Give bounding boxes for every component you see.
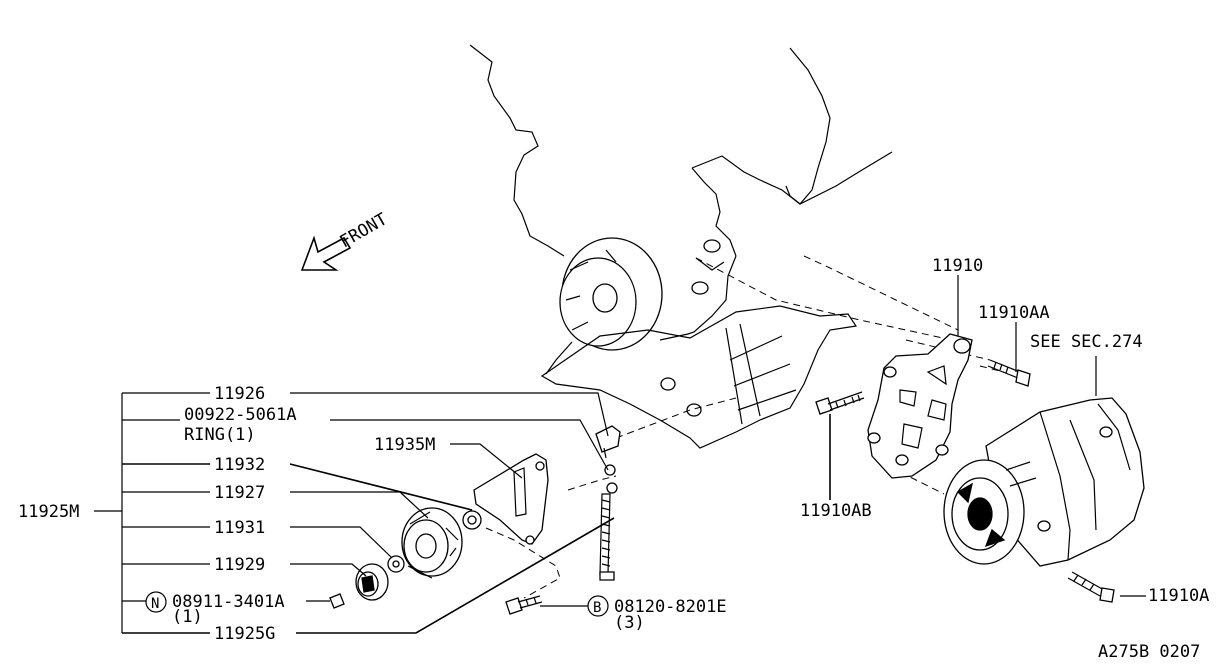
see-section-label: SEE SEC.274 [1030, 332, 1143, 352]
ring-00922 [604, 464, 618, 494]
callout-bolt-qty: (3) [614, 613, 645, 633]
callout-11927: 11927 [214, 483, 265, 503]
callout-11925g: 11925G [214, 624, 275, 644]
bolt-marker-label: B [593, 600, 601, 616]
callout-11926: 11926 [214, 384, 265, 404]
callout-11935m: 11935M [374, 435, 435, 455]
callout-11910: 11910 [932, 256, 983, 276]
callout-11910a: 11910A [1148, 586, 1209, 606]
compressor-bracket [867, 333, 973, 479]
callout-ring: RING(1) [184, 425, 256, 445]
bolt-11910aa [987, 359, 1031, 387]
bolt-11910a [1067, 571, 1115, 603]
cover-11929 [355, 563, 389, 601]
reference-code: A275B 0207 [1098, 642, 1200, 662]
spacer-11932 [462, 510, 482, 530]
callout-11932: 11932 [214, 455, 265, 475]
front-label: FRONT [337, 209, 391, 252]
bolt-08120 [505, 595, 543, 615]
callout-00922-5061a: 00922-5061A [184, 405, 297, 425]
callout-08911-3401a: 08911-3401A [172, 592, 285, 612]
lower-bracket [540, 305, 858, 449]
washer-11931 [387, 555, 405, 573]
idler-pulley-11927 [401, 507, 463, 579]
bracket-11935m [473, 453, 549, 545]
nut-marker-circle [145, 591, 167, 613]
crank-pulley [559, 237, 663, 351]
mounting-guide-lines [485, 255, 1005, 599]
callout-11925m: 11925M [18, 502, 79, 522]
nut-08911 [329, 593, 345, 609]
adjust-bolt [599, 493, 615, 581]
callout-11910ab: 11910AB [800, 501, 872, 521]
callout-11929: 11929 [214, 555, 265, 575]
front-arrow-icon [300, 235, 352, 271]
bolt-11910ab [815, 391, 865, 415]
callout-11931: 11931 [214, 518, 265, 538]
engine-block [469, 44, 893, 341]
callout-08120-8201e: 08120-8201E [614, 597, 727, 617]
idler-stud-11926 [595, 425, 621, 459]
bolt-marker-circle [587, 595, 609, 617]
ac-compressor [943, 397, 1145, 567]
callout-11910aa: 11910AA [978, 303, 1050, 323]
nut-marker-label: N [151, 596, 159, 612]
leader-lines [94, 275, 1146, 634]
callout-nut-qty: (1) [172, 607, 203, 627]
